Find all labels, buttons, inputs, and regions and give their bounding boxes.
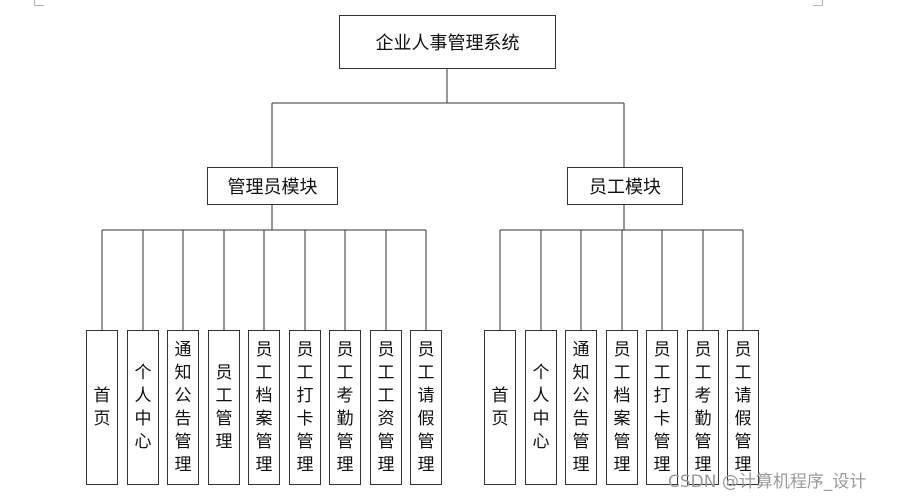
function-box-admin-7: 员工考勤管理 xyxy=(329,330,361,485)
watermark: CSDN @计算机程序_设计 xyxy=(668,472,867,492)
module-box-employee: 员工模块 xyxy=(567,167,683,205)
function-box-employee-2: 个人中心 xyxy=(525,330,557,485)
function-box-employee-6: 员工考勤管理 xyxy=(687,330,719,485)
function-box-employee-3: 通知公告管理 xyxy=(565,330,597,485)
function-box-admin-1: 首页 xyxy=(86,330,118,485)
module-box-admin: 管理员模块 xyxy=(207,167,338,205)
function-box-employee-7: 员工请假管理 xyxy=(727,330,759,485)
function-box-admin-6: 员工打卡管理 xyxy=(289,330,321,485)
crop-mark-top-right xyxy=(813,0,823,6)
function-box-admin-4: 员工管理 xyxy=(208,330,240,485)
function-box-employee-4: 员工档案管理 xyxy=(606,330,638,485)
function-box-admin-8: 员工工资管理 xyxy=(370,330,402,485)
function-box-employee-1: 首页 xyxy=(484,330,516,485)
function-box-admin-9: 员工请假管理 xyxy=(410,330,442,485)
function-box-admin-3: 通知公告管理 xyxy=(167,330,199,485)
root-box: 企业人事管理系统 xyxy=(339,15,556,69)
crop-mark-top-left xyxy=(34,0,44,6)
function-box-admin-5: 员工档案管理 xyxy=(248,330,280,485)
function-box-employee-5: 员工打卡管理 xyxy=(646,330,678,485)
function-box-admin-2: 个人中心 xyxy=(127,330,159,485)
